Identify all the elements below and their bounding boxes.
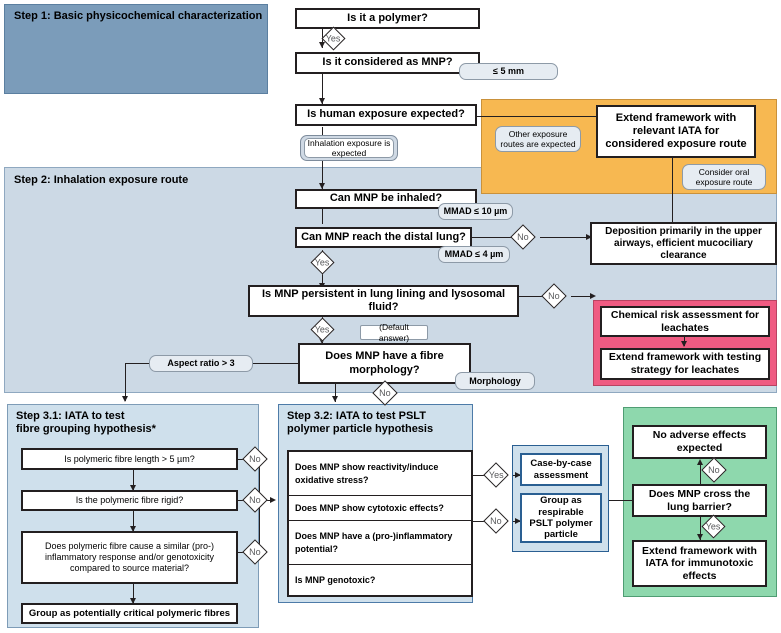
node-reach-distal-lung[interactable]: Can MNP reach the distal lung? (295, 227, 472, 248)
list-step-3-2-questions: Does MNP show reactivity/induce oxidativ… (287, 450, 473, 597)
decision-yes-distal-lung-label: Yes (315, 257, 330, 268)
list-item-inflammatory[interactable]: Does MNP have a (pro-)inflammatory poten… (289, 521, 471, 565)
decision-yes-lung-barrier-label: Yes (706, 521, 721, 532)
decision-no-fibre-rigid-label: No (249, 494, 261, 505)
tag-default-answer: (Default answer) (360, 322, 428, 343)
node-is-persistent[interactable]: Is MNP persistent in lung lining and lys… (248, 285, 519, 317)
arrowhead-exposure-to-inhaled (319, 183, 325, 189)
edge-lungbarrier-yes (700, 516, 702, 540)
edge-deposition-to-oral (672, 148, 674, 223)
edge-exposure-to-extend (476, 116, 606, 118)
list-item-genotoxic[interactable]: Is MNP genotoxic? (295, 574, 376, 585)
tag-inhalation-expected: Inhalation exposure is expected (300, 135, 398, 161)
edge-mnp-to-exposure (322, 74, 324, 104)
arrowhead-persistent-no (590, 292, 596, 299)
edge-fibre-aspect-left (252, 363, 299, 365)
tag-mmad-4: MMAD ≤ 4 µm (438, 246, 510, 263)
decision-no-cytotoxic-label: No (490, 515, 502, 526)
node-extend-immunotoxic[interactable]: Extend framework with IATA for immunotox… (632, 540, 767, 587)
node-no-adverse-effects[interactable]: No adverse effects expected (632, 425, 767, 459)
edge-q2-to-q3 (133, 511, 135, 531)
edge-q1-to-q2 (133, 470, 135, 490)
arrowhead-mnp-to-exposure (319, 98, 325, 104)
decision-yes-polymer-label: Yes (326, 33, 341, 44)
arrowhead-reactivity-yes (515, 471, 521, 478)
arrowhead-q1-to-q2 (130, 485, 136, 491)
tag-other-exposure-routes: Other exposure routes are expected (495, 126, 581, 152)
node-cross-lung-barrier[interactable]: Does MNP cross the lung barrier? (632, 484, 767, 517)
edge-persistent-no (519, 296, 545, 298)
edge-inhaled-to-distal (322, 206, 324, 224)
arrowhead-fibre-to-step32 (332, 396, 338, 402)
node-fibre-rigid[interactable]: Is the polymeric fibre rigid? (21, 490, 238, 511)
tag-inhalation-expected-text: Inhalation exposure is expected (304, 138, 394, 158)
node-chemical-risk-assessment[interactable]: Chemical risk assessment for leachates (600, 306, 770, 337)
decision-no-distal-lung-label: No (517, 231, 529, 242)
node-group-pslt[interactable]: Group as respirable PSLT polymer particl… (520, 493, 602, 543)
decision-no-fibre-morphology-label: No (379, 387, 391, 398)
node-extend-leachates[interactable]: Extend framework with testing strategy f… (600, 348, 770, 380)
edge-fibre-aspect-left2 (125, 363, 150, 365)
decision-no-lung-barrier-label: No (708, 464, 720, 475)
node-case-by-case[interactable]: Case-by-case assessment (520, 453, 602, 486)
list-item-reactivity[interactable]: Does MNP show reactivity/induce oxidativ… (289, 452, 471, 496)
decision-yes-persistent-label: Yes (315, 324, 330, 335)
panel-step-1-title: Step 1: Basic physicochemical characteri… (14, 10, 263, 22)
tag-consider-oral: Consider oral exposure route (682, 164, 766, 190)
decision-no-fibre-inflammatory-label: No (249, 546, 261, 557)
panel-step-3-1-title: Step 3.1: IATA to test fibre grouping hy… (16, 410, 156, 436)
edge-fibre-to-step32 (335, 384, 337, 402)
tag-morphology: Morphology (455, 372, 535, 390)
node-fibre-morphology[interactable]: Does MNP have a fibre morphology? (298, 343, 471, 384)
arrowhead-chemrisk-to-extend (681, 341, 687, 347)
decision-no-cytotoxic: No (483, 508, 509, 534)
edge-lungbarrier-no (700, 462, 702, 485)
arrowhead-aspect-to-step31 (122, 396, 128, 402)
panel-step-3-2-title: Step 3.2: IATA to test PSLT polymer part… (287, 410, 434, 436)
tag-aspect-ratio: Aspect ratio > 3 (149, 355, 253, 372)
decision-yes-reactivity-label: Yes (488, 470, 504, 480)
edge-distal-no (470, 237, 513, 239)
node-is-polymer[interactable]: Is it a polymer? (295, 8, 480, 29)
arrowhead-q3-to-group (130, 598, 136, 604)
panel-step-2-title: Step 2: Inhalation exposure route (14, 174, 189, 186)
arrowhead-step31-to-step32 (270, 496, 276, 503)
arrowhead-cytotoxic-no (515, 517, 521, 524)
node-extend-framework-route[interactable]: Extend framework with relevant IATA for … (596, 105, 756, 158)
decision-yes-reactivity: Yes (483, 462, 509, 488)
decision-no-fibre-length-label: No (249, 453, 261, 464)
decision-no-persistent-label: No (548, 290, 560, 301)
edge-distal-no-2 (540, 237, 590, 239)
panel-step-1 (4, 4, 268, 94)
edge-q3-to-group (133, 584, 135, 603)
arrowhead-q2-to-q3 (130, 526, 136, 532)
node-is-mnp[interactable]: Is it considered as MNP? (295, 52, 480, 74)
edge-fibre-aspect-down (125, 363, 127, 401)
tag-five-mm: ≤ 5 mm (459, 63, 558, 80)
edge-outcome-to-lungbarrier (609, 500, 639, 502)
edge-persistent-no-2 (571, 296, 593, 298)
node-deposition-upper-airways[interactable]: Deposition primarily in the upper airway… (590, 222, 777, 265)
arrowhead-polymer-to-mnp (319, 42, 325, 48)
node-fibre-inflammatory[interactable]: Does polymeric fibre cause a similar (pr… (21, 531, 238, 584)
node-can-be-inhaled[interactable]: Can MNP be inhaled? (295, 189, 477, 209)
node-group-critical-fibres[interactable]: Group as potentially critical polymeric … (21, 603, 238, 624)
arrowhead-lungbarrier-yes (697, 534, 703, 540)
arrowhead-lungbarrier-no (697, 459, 703, 465)
decision-yes-polymer: Yes (321, 26, 346, 51)
arrowhead-distal-no (586, 233, 592, 240)
tag-mmad-10: MMAD ≤ 10 µm (438, 203, 513, 220)
list-item-cytotoxic[interactable]: Does MNP show cytotoxic effects? (289, 496, 471, 521)
node-human-exposure[interactable]: Is human exposure expected? (295, 104, 477, 126)
node-fibre-length[interactable]: Is polymeric fibre length > 5 µm? (21, 448, 238, 470)
